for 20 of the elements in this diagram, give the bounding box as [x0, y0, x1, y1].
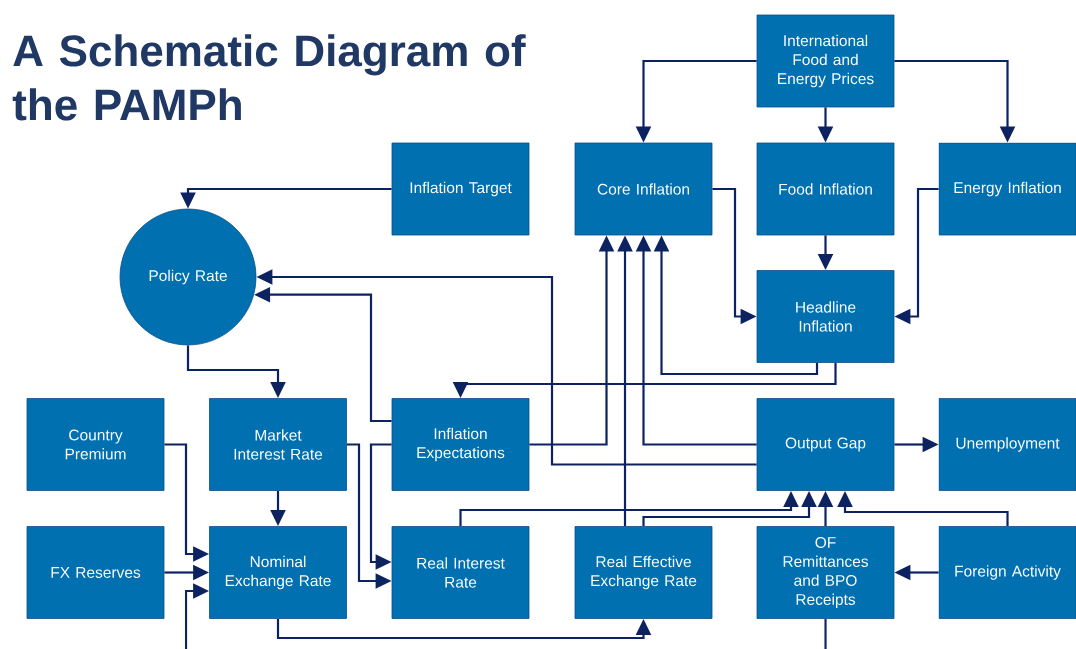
process-box: Real Effective Exchange Rate — [574, 526, 713, 619]
process-box: Country Premium — [26, 398, 165, 491]
process-box: Food Inflation — [756, 142, 895, 236]
process-box: Inflation Expectations — [391, 398, 530, 491]
process-box: Inflation Target — [391, 142, 530, 236]
title: A Schematic Diagram of the PAMPh — [12, 34, 526, 121]
process-box: International Food and Energy Prices — [756, 14, 895, 108]
process-box: Energy Inflation — [938, 142, 1076, 236]
process-box: Output Gap — [756, 398, 895, 491]
process-box: Market Interest Rate — [209, 398, 347, 491]
process-box: Headline Inflation — [756, 270, 895, 363]
process-box: OF Remittances and BPO Receipts — [756, 526, 895, 619]
process-box: Unemployment — [938, 398, 1076, 491]
process-box: Real Interest Rate — [391, 526, 530, 619]
process-box: Core Inflation — [574, 142, 713, 236]
arrow — [369, 443, 392, 570]
circle-node: Policy Rate — [119, 208, 257, 346]
process-box: FX Reserves — [26, 526, 165, 619]
process-box: Nominal Exchange Rate — [209, 526, 347, 619]
process-box: Foreign Activity — [938, 526, 1076, 619]
